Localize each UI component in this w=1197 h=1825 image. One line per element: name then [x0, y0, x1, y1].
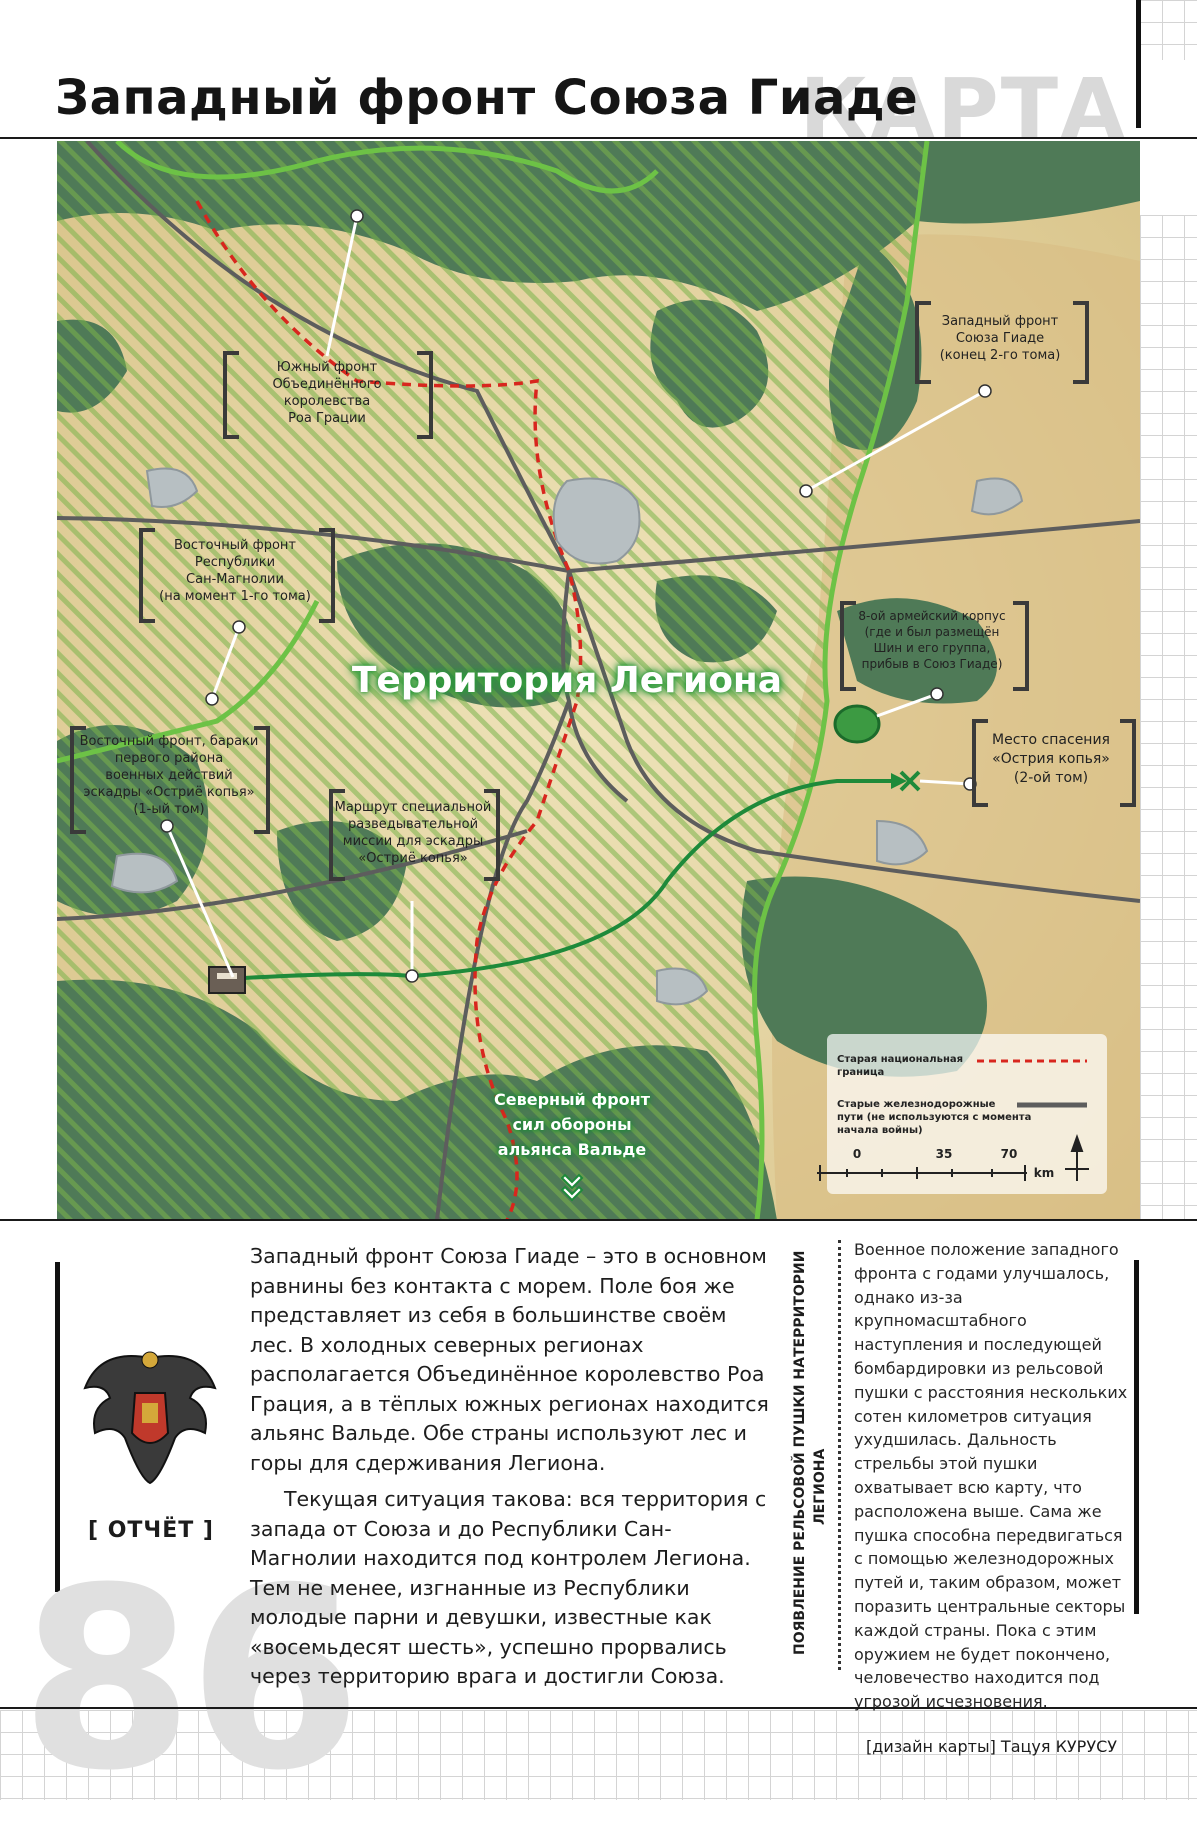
- page-title: Западный фронт Союза Гиаде: [55, 70, 919, 126]
- bracket-right: [254, 726, 270, 834]
- bracket-left: [972, 719, 988, 807]
- barracks-icon: [208, 966, 246, 994]
- map-credit: [дизайн карты] Тацуя КУРУСУ: [866, 1737, 1117, 1756]
- grid-bottom: [0, 1710, 1197, 1800]
- scale-tick-0: 0: [852, 1147, 862, 1161]
- label-rescue-point: Место спасения«Острия копья»(2-ой том): [992, 732, 1110, 786]
- sidebar-heading: ПОЯВЛЕНИЕ РЕЛЬСОВОЙ ПУШКИ НАТЕРРИТОРИИ Л…: [792, 1250, 828, 1655]
- legion-territory: [57, 141, 927, 1220]
- header-rule: [0, 137, 1197, 139]
- eagle-emblem-icon: [83, 1351, 217, 1485]
- sidebar-text: Военное положение западного фронта с год…: [854, 1240, 1128, 1712]
- scale-unit: km: [1033, 1166, 1055, 1180]
- rail-lines: [56, 139, 1141, 1221]
- legend-box: [827, 1034, 1107, 1194]
- report-label: [ ОТЧЁТ ]: [88, 1518, 214, 1543]
- scale-tick-70: 70: [1000, 1147, 1018, 1161]
- bracket-right: [1073, 301, 1089, 384]
- body-paragraph: Текущая ситуация такова: вся территория …: [250, 1487, 767, 1688]
- bracket-left: [915, 301, 931, 384]
- scale-tick-35: 35: [935, 1147, 953, 1161]
- bracket-left: [840, 601, 856, 691]
- sidebar-divider: [838, 1240, 841, 1670]
- bracket-right: [1120, 719, 1136, 807]
- label-8th-corps: 8-ой армейский корпус(где и был размещён…: [858, 609, 1006, 671]
- corps-marker: [833, 704, 881, 744]
- bracket-left: [139, 528, 155, 623]
- rescue-route: [226, 778, 900, 981]
- bracket-left: [329, 789, 345, 881]
- body-paragraph: Западный фронт Союза Гиаде – это в основ…: [250, 1244, 769, 1475]
- chevron-down-icon: [560, 1173, 584, 1202]
- rescue-point-marker: [899, 770, 921, 792]
- bracket-left: [223, 351, 239, 439]
- footer-rule: [0, 1707, 1197, 1709]
- right-bar: [1134, 1260, 1139, 1614]
- towns: [110, 467, 1024, 1006]
- territory-label: Территория Легиона: [351, 660, 783, 701]
- compass-icon: [1065, 1134, 1089, 1181]
- left-bar: [55, 1262, 60, 1592]
- grid-top-right: [1140, 0, 1197, 60]
- grid-right: [1140, 215, 1197, 1220]
- bracket-left: [70, 726, 86, 834]
- page-number: 86: [20, 1534, 362, 1825]
- bracket-right: [319, 528, 335, 623]
- map-canvas: [56, 139, 1141, 1221]
- bracket-right: [484, 789, 500, 881]
- header-bar: [1136, 0, 1141, 128]
- bracket-right: [1013, 601, 1029, 691]
- map-bottom-rule: [0, 1219, 1197, 1221]
- bracket-right: [417, 351, 433, 439]
- body-text: Западный фронт Союза Гиаде – это в основ…: [250, 1242, 770, 1699]
